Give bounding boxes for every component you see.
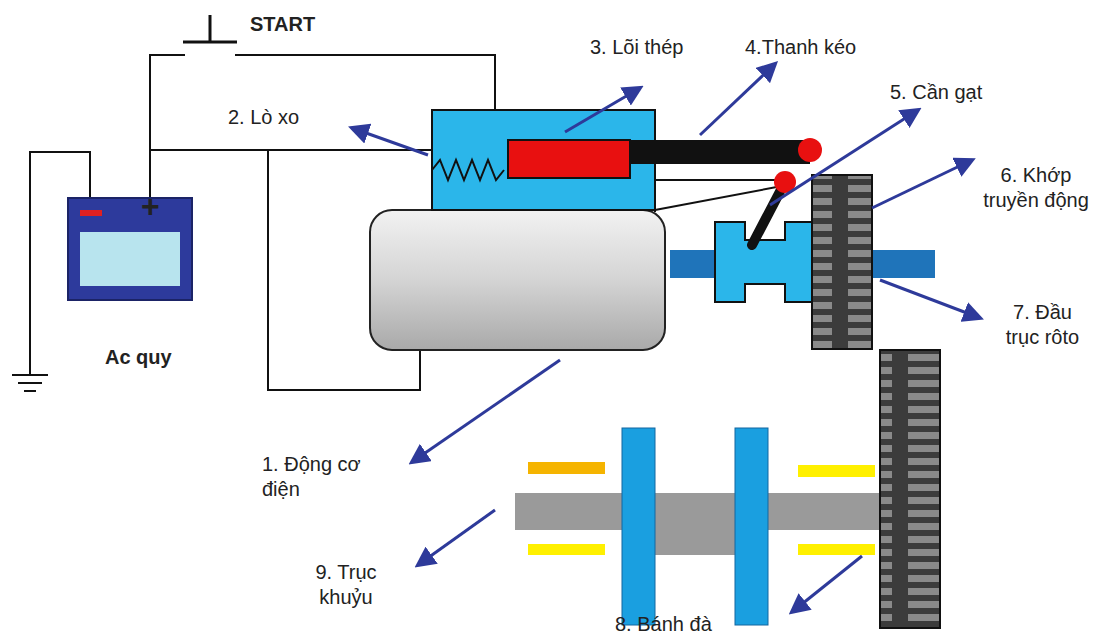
- solenoid: [432, 110, 810, 212]
- part-label: 3. Lõi thép: [590, 35, 683, 60]
- part-label: 8. Bánh đà: [615, 612, 712, 637]
- part-label: 4.Thanh kéo: [745, 35, 856, 60]
- drive-coupling: [715, 222, 815, 302]
- flywheel: [880, 350, 940, 628]
- pinion-gear: [812, 175, 872, 349]
- part-label: 2. Lò xo: [228, 105, 299, 130]
- switch-label: START: [250, 12, 315, 37]
- part-label: 5. Cần gạt: [890, 80, 982, 105]
- part-label: 1. Động cơ điện: [262, 452, 374, 502]
- part-label: 7. Đầu trục rôto: [995, 300, 1090, 350]
- part-label: 6. Khớp truyền động: [975, 163, 1097, 213]
- electric-motor: [370, 210, 665, 350]
- battery-symbol: [68, 198, 192, 300]
- battery-label: Ac quy: [105, 345, 172, 370]
- start-switch: [183, 15, 237, 42]
- terminal-sign: +: [141, 190, 160, 222]
- crankshaft: [515, 428, 880, 625]
- leader-lines: [352, 64, 980, 612]
- part-label: 9. Trục khuỷu: [305, 560, 387, 610]
